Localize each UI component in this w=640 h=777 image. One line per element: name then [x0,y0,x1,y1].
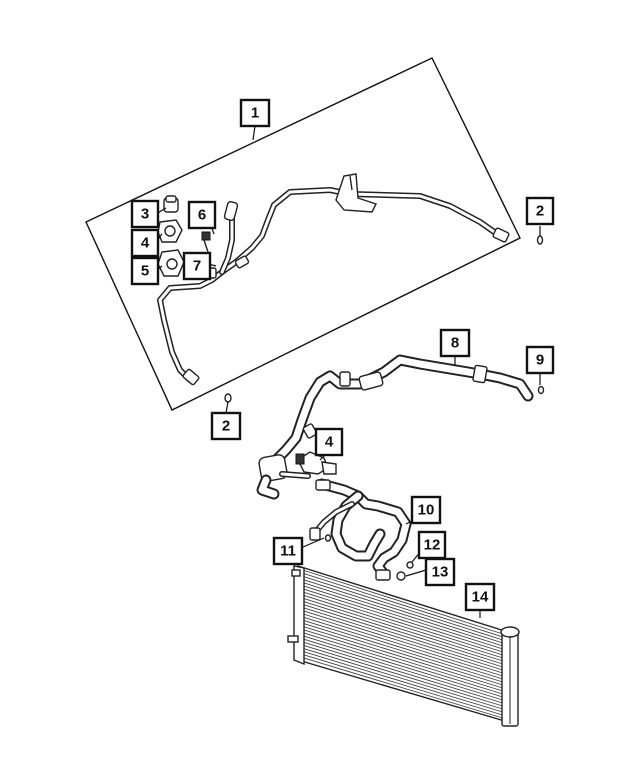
callout-13: 13 [424,557,456,587]
condenser-fin [299,568,507,636]
condenser-fin [299,600,507,666]
condenser-fin [299,596,507,663]
part-2-o-ring-right [536,235,544,245]
condenser-fin [299,631,507,696]
condenser-fin [299,618,507,684]
callout-2-lower: 2 [210,411,242,441]
callout-11-label: 11 [280,543,296,560]
condenser-fin [299,581,507,648]
callout-10: 10 [410,495,442,525]
condenser-fin [299,606,507,672]
callout-14: 14 [464,582,496,612]
callout-3: 3 [130,199,160,229]
callout-10-label: 10 [418,502,435,519]
condenser-fins [299,568,507,720]
condenser-fin [299,628,507,693]
condenser-fin [299,593,507,660]
callout-4-upper: 4 [130,228,160,258]
kit-frame [85,57,521,411]
condenser-fin [299,625,507,690]
part-3-cap [163,195,179,213]
part-5-cap [157,249,185,277]
condenser-fin [299,637,507,702]
callout-8-label: 8 [451,335,459,352]
condenser-fin [299,612,507,678]
callout-1-label: 1 [251,105,259,122]
part-9-o-ring [537,385,545,395]
callout-2-right-label: 2 [536,203,544,220]
condenser-fin [299,615,507,681]
callout-9-label: 9 [536,352,544,369]
callout-3-label: 3 [141,206,149,223]
part-6-sensor [201,200,239,253]
callout-5: 5 [130,256,160,286]
part-11-o-ring [324,534,332,542]
callout-11: 11 [272,536,304,566]
condenser-fin [299,640,507,705]
condenser-fin [299,603,507,669]
condenser-fin [299,590,507,657]
liquid-hose-assembly [309,478,412,581]
callout-12: 12 [417,530,447,560]
condenser-fin [299,574,507,642]
callout-4-upper-label: 4 [141,235,150,252]
callout-2-right: 2 [525,196,555,226]
condenser [287,565,520,727]
callout-14-label: 14 [472,589,489,606]
callout-1: 1 [239,98,271,128]
part-4-valve-lower [295,451,337,475]
part-12-o-ring [406,561,414,569]
callout-6: 6 [187,200,217,230]
condenser-fin [299,578,507,645]
part-13-o-ring [396,571,406,581]
condenser-fin [299,571,507,639]
condenser-fin [299,584,507,651]
condenser-fin [299,634,507,699]
discharge-hose-assembly [256,354,534,500]
callout-13-label: 13 [432,564,449,581]
callout-7-label: 7 [193,258,201,275]
callout-7: 7 [182,251,212,281]
condenser-fin [299,621,507,687]
callout-5-label: 5 [141,263,149,280]
condenser-fin [299,587,507,654]
callout-9: 9 [525,345,555,375]
condenser-fin [299,609,507,675]
callout-12-label: 12 [424,537,441,554]
callout-4-lower-label: 4 [325,434,334,451]
part-4-valve-upper [157,219,183,243]
condenser-fin [299,656,507,720]
condenser-fin [299,653,507,717]
callout-4-lower: 4 [314,427,344,457]
callout-2-lower-label: 2 [222,418,230,435]
part-2-o-ring-lower [224,393,232,403]
condenser-fin [299,643,507,708]
condenser-fin [299,650,507,714]
callout-8: 8 [439,328,471,358]
condenser-fin [299,647,507,711]
callout-6-label: 6 [198,207,206,224]
